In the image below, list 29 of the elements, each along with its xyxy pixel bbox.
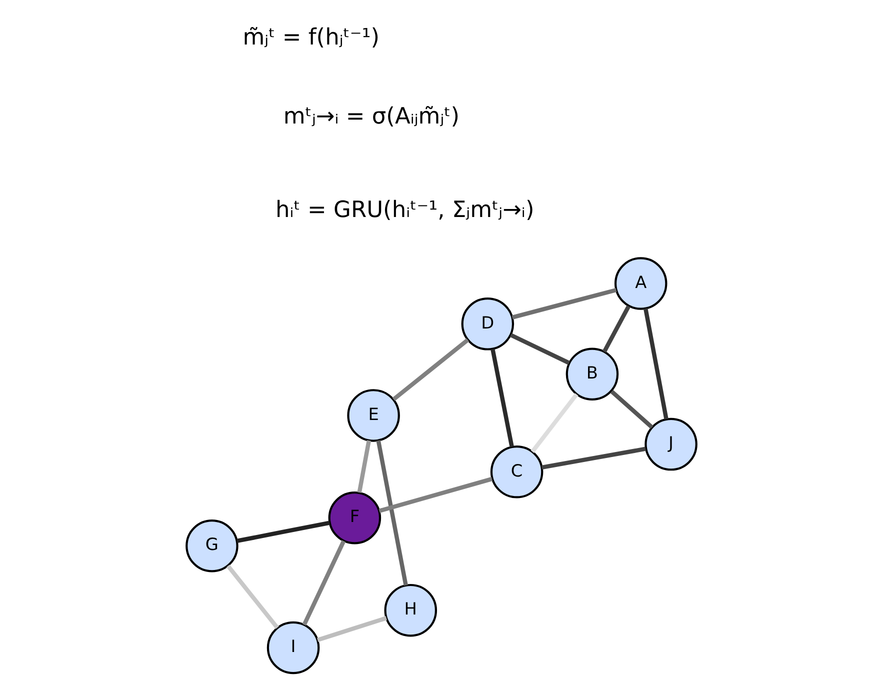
node-circle: G: [185, 519, 238, 572]
connector: [602, 305, 630, 353]
node-circle: H: [384, 584, 437, 637]
label: m̃ⱼᵗ = f(hⱼᵗ⁻¹): [242, 24, 380, 51]
connector: [302, 540, 346, 626]
node-circle: B: [565, 348, 618, 400]
connector: [509, 333, 570, 365]
connector: [226, 564, 278, 629]
connector: [316, 616, 386, 642]
label: mᵗⱼ→ᵢ = σ(Aᵢⱼm̃ⱼᵗ): [282, 103, 460, 130]
connector: [392, 338, 469, 402]
connector: [642, 308, 668, 420]
connector: [236, 520, 330, 544]
connector: [530, 393, 578, 453]
connector: [511, 288, 616, 320]
node-circle: A: [614, 257, 667, 310]
label: hᵢᵗ = GRU(hᵢᵗ⁻¹, Σⱼmᵗⱼ→ᵢ): [274, 196, 534, 223]
node-circle: C: [490, 446, 543, 498]
connector: [490, 348, 514, 448]
node-circle: J: [644, 418, 697, 471]
node-circle: F: [328, 491, 381, 544]
connector: [540, 446, 646, 470]
node-circle: I: [266, 621, 320, 674]
connector: [610, 390, 653, 429]
connector: [378, 476, 492, 513]
node-circle: D: [460, 298, 514, 350]
connector: [376, 440, 408, 586]
node-circle: E: [346, 389, 400, 442]
connector: [356, 440, 371, 493]
